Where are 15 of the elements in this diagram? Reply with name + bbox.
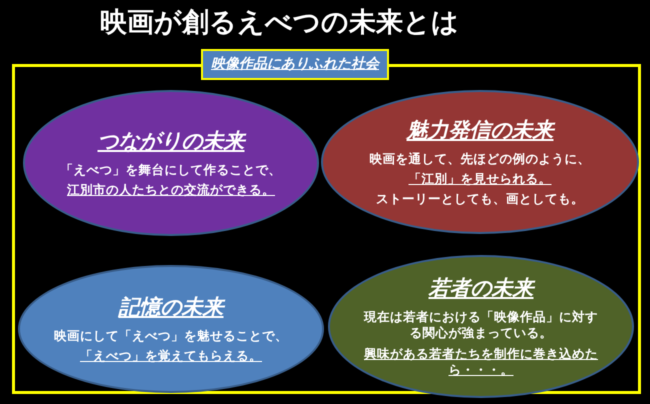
ellipse-heading: 魅力発信の未来	[406, 116, 554, 143]
ellipse-text: 「えべつ」を覚えてもらえる。	[79, 348, 263, 364]
ellipse-heading: 記憶の未来	[118, 294, 224, 320]
ellipse-text: 「えべつ」を舞台にして作ることで、	[60, 162, 282, 178]
ellipse-text: 興味がある若者たちを制作に巻き込めたら・・・。	[363, 346, 599, 378]
ellipse-heading: 若者の未来	[428, 274, 534, 302]
ellipse-text: ストーリーとしても、画としても。	[375, 191, 585, 208]
ellipse-text: 江別市の人たちとの交流ができる。	[66, 182, 276, 198]
ellipse-heading: つながりの未来	[98, 128, 244, 154]
ellipse-text: 映画にして「えべつ」を魅せることで、	[53, 328, 289, 344]
ellipse-text: 「江別」を見せられる。	[408, 171, 552, 188]
frame-heading: 映像作品にありふれた社会	[201, 49, 389, 80]
ellipse-text: 映画を通して、先ほどの例のように、	[368, 150, 592, 167]
title: 映画が創るえべつの未来とは	[100, 6, 459, 40]
ellipse-text: 現在は若者における「映像作品」に対する関心が強まっている。	[362, 309, 599, 342]
